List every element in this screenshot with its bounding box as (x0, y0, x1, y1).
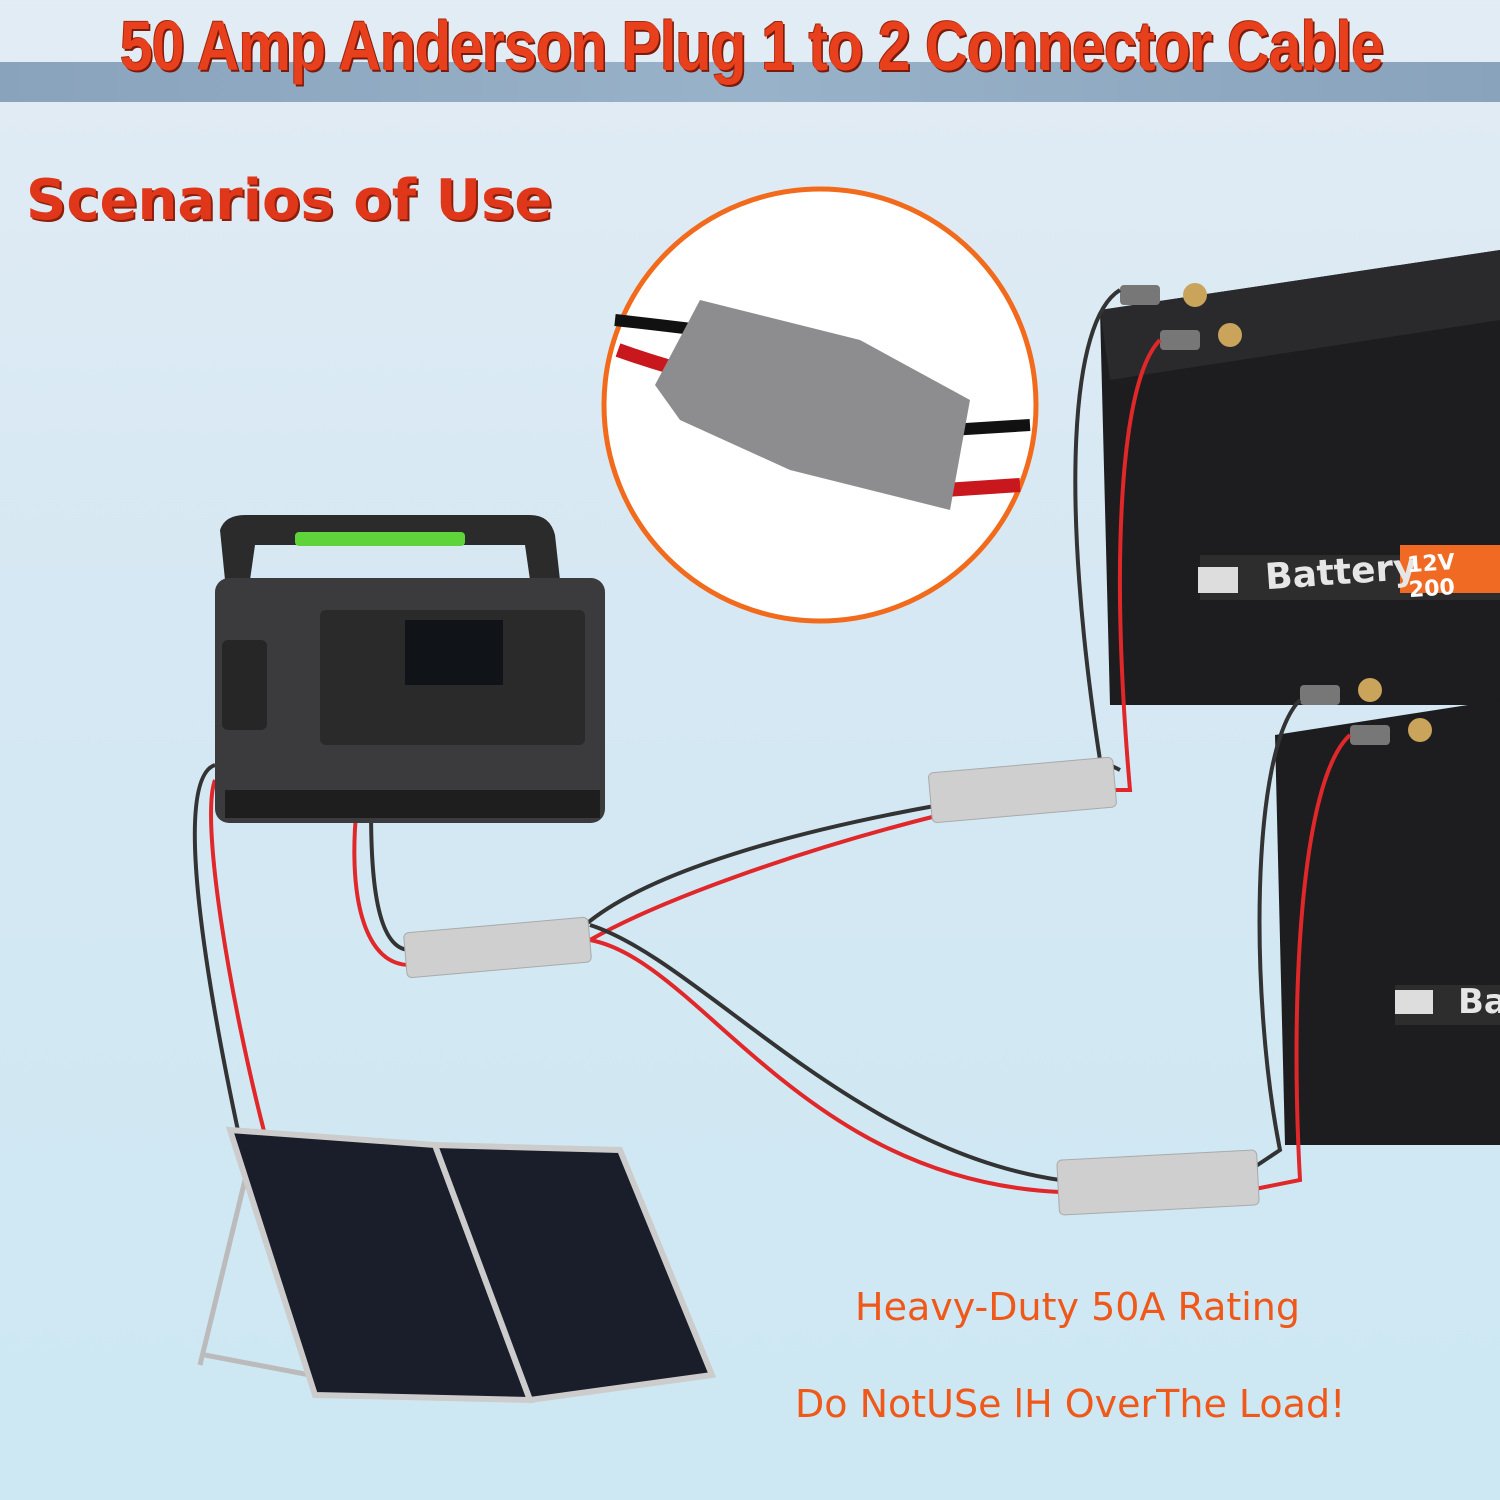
power-station (215, 515, 605, 823)
battery-terminals (1120, 283, 1432, 745)
solar-panel (197, 1126, 717, 1404)
page-title: 50 Amp Anderson Plug 1 to 2 Connector Ca… (120, 7, 1384, 85)
battery-top (1100, 250, 1500, 705)
rating-note: Heavy-Duty 50A Rating (855, 1285, 1301, 1329)
battery-bottom-label: Ba (1458, 982, 1500, 1022)
connector-closeup-inset (601, 186, 1039, 624)
battery-bottom (1275, 700, 1500, 1145)
warning-note: Do NotUSe lH OverThe Load! (795, 1382, 1346, 1426)
title-band (0, 62, 1500, 102)
battery-top-spec: 12V 200 (1406, 549, 1456, 604)
anderson-connectors (403, 756, 1260, 1216)
subtitle: Scenarios of Use (26, 168, 553, 233)
